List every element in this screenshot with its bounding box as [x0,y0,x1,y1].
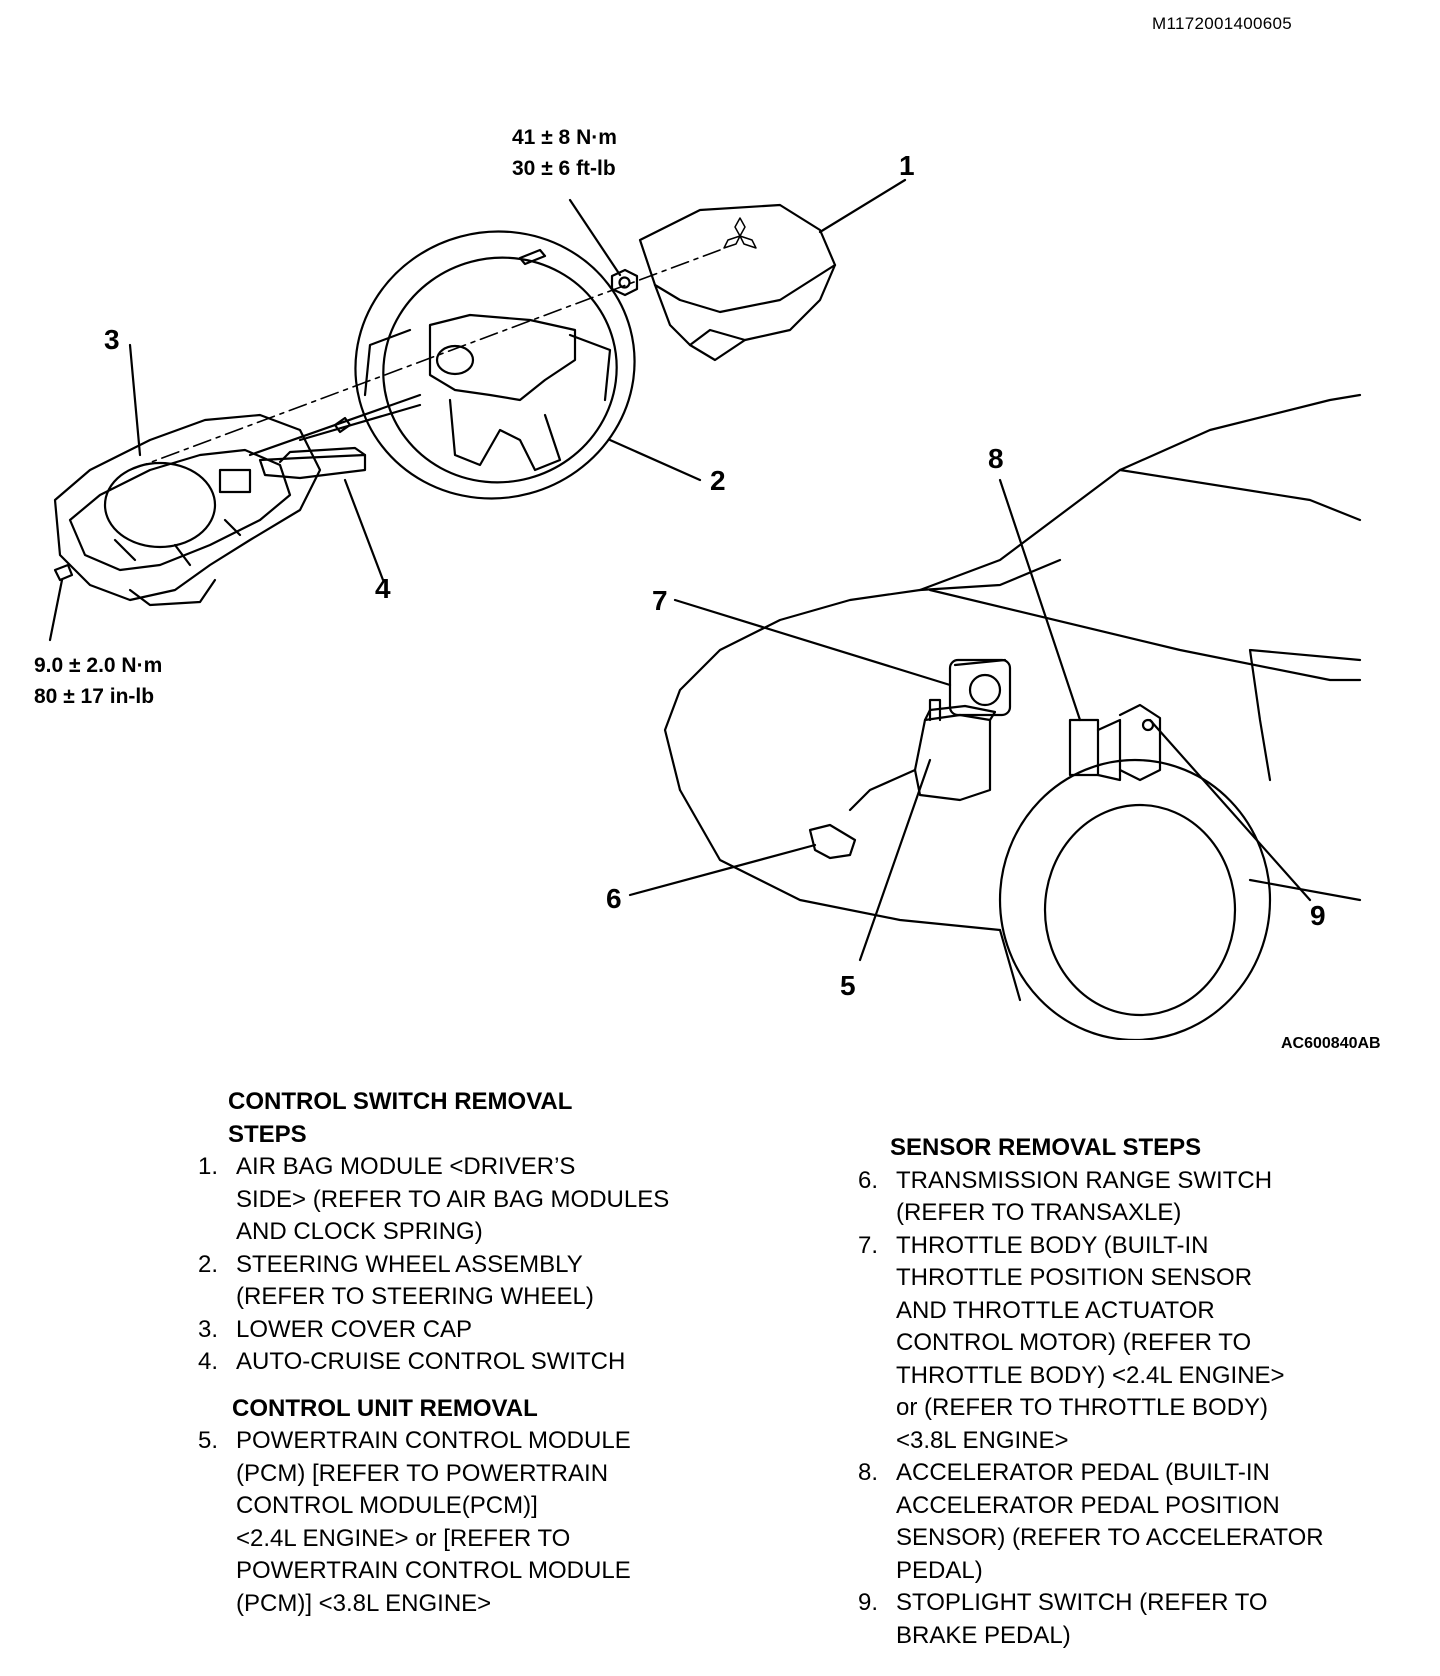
throttle-body [948,658,1012,717]
step-line: STOPLIGHT SWITCH (REFER TO [896,1589,1268,1616]
step-text: AUTO-CRUISE CONTROL SWITCH [236,1346,770,1379]
auto-cruise-control-switch [258,446,367,480]
sensor-title: SENSOR REMOVAL STEPS [890,1134,1202,1161]
step-line: LOWER COVER CAP [236,1315,473,1343]
step-number: 3. [197,1315,218,1343]
accelerator-pedal [1068,718,1122,782]
steering-wheel-assembly [354,230,636,500]
step-8: 8. ACCELERATOR PEDAL (BUILT-IN ACCELERAT… [830,1457,1390,1587]
vehicle-outline [663,393,1362,1040]
step-3: 3. LOWER COVER CAP [170,1314,770,1347]
figure-id: AC600840AB [1281,1035,1381,1052]
step-line: (PCM) [REFER TO POWERTRAIN [236,1459,609,1487]
step-line: ACCELERATOR PEDAL (BUILT-IN [896,1459,1270,1486]
document-id: M1172001400605 [1152,14,1293,33]
step-number: 4. [197,1348,218,1375]
step-line: (REFER TO STEERING WHEEL) [236,1283,594,1310]
step-line: SENSOR) (REFER TO ACCELERATOR [896,1524,1324,1551]
step-1: 1. AIR BAG MODULE <DRIVER’S SIDE> (REFER… [170,1151,770,1249]
step-line: TRANSMISSION RANGE SWITCH [896,1166,1273,1194]
callout-5: 5 [840,970,856,1001]
step-6: 6. TRANSMISSION RANGE SWITCH (REFER TO T… [830,1165,1390,1230]
step-line: <2.4L ENGINE> or [REFER TO [236,1524,571,1552]
step-line: POWERTRAIN CONTROL MODULE [236,1557,631,1584]
step-text: POWERTRAIN CONTROL MODULE (PCM) [REFER T… [236,1425,770,1620]
torque-spec-column-screw: 9.0 ± 2.0 N·m 80 ± 17 in-lb [34,650,162,712]
transmission-range-switch [808,823,857,860]
callout-3: 3 [104,324,120,355]
torque-metric: 9.0 ± 2.0 N·m [34,654,163,677]
callout-1: 1 [899,150,915,181]
step-text: AIR BAG MODULE <DRIVER’S SIDE> (REFER TO… [236,1151,770,1249]
step-line: BRAKE PEDAL) [896,1621,1071,1649]
title-line: CONTROL SWITCH REMOVAL [228,1088,573,1115]
step-line: AUTO-CRUISE CONTROL SWITCH [236,1348,626,1375]
step-text: STOPLIGHT SWITCH (REFER TO BRAKE PEDAL) [896,1587,1390,1652]
step-9: 9. STOPLIGHT SWITCH (REFER TO BRAKE PEDA… [830,1587,1390,1652]
torque-metric: 41 ± 8 N·m [512,126,617,149]
step-4: 4. AUTO-CRUISE CONTROL SWITCH [170,1346,770,1379]
step-text: TRANSMISSION RANGE SWITCH (REFER TO TRAN… [896,1165,1390,1230]
callout-9: 9 [1310,900,1326,931]
step-line: POWERTRAIN CONTROL MODULE [236,1427,631,1454]
step-number: 6. [857,1166,878,1194]
step-number: 5. [197,1427,218,1454]
powertrain-control-module [913,698,997,802]
step-5: 5. POWERTRAIN CONTROL MODULE (PCM) [REFE… [170,1425,770,1620]
step-number: 9. [857,1589,878,1616]
stoplight-switch [1118,703,1162,782]
step-line: (REFER TO TRANSAXLE) [896,1199,1182,1226]
step-line: STEERING WHEEL ASSEMBLY [236,1250,583,1278]
step-line: (PCM)] <3.8L ENGINE> [236,1589,492,1617]
step-line: THROTTLE POSITION SENSOR [896,1264,1253,1291]
step-line: or (REFER TO THROTTLE BODY) [896,1394,1269,1421]
step-number: 2. [197,1250,218,1278]
exploded-diagram [48,178,1362,1040]
steering-wheel-nut [610,268,639,297]
callout-7: 7 [652,585,668,616]
step-line: AND THROTTLE ACTUATOR [896,1296,1215,1324]
control-switch-steps: CONTROL SWITCH REMOVAL STEPS 1. AIR BAG … [170,1086,770,1620]
step-2: 2. STEERING WHEEL ASSEMBLY (REFER TO STE… [170,1249,770,1314]
step-line: <3.8L ENGINE> [896,1426,1069,1454]
driver-air-bag-module [638,203,837,362]
step-number: 7. [857,1231,878,1259]
callout-6: 6 [606,883,622,914]
torque-spec-steering-nut: 41 ± 8 N·m 30 ± 6 ft-lb [512,122,617,184]
step-line: THROTTLE BODY) <2.4L ENGINE> [896,1361,1285,1389]
callout-4: 4 [375,573,391,604]
mitsubishi-logo-icon [723,217,757,249]
step-line: SIDE> (REFER TO AIR BAG MODULES [236,1185,670,1213]
callout-8: 8 [988,443,1004,474]
step-number: 1. [197,1153,218,1180]
step-line: AIR BAG MODULE <DRIVER’S [236,1153,576,1180]
step-line: PEDAL) [896,1556,983,1584]
step-line: AND CLOCK SPRING) [236,1218,483,1245]
step-line: THROTTLE BODY (BUILT-IN [896,1231,1209,1259]
callout-2: 2 [710,465,726,496]
control-unit-title: CONTROL UNIT REMOVAL [232,1394,538,1422]
control-switch-title: CONTROL SWITCH REMOVAL STEPS [170,1086,770,1151]
steering-column-lower-cover [53,393,422,607]
step-text: STEERING WHEEL ASSEMBLY (REFER TO STEERI… [236,1249,770,1314]
step-text: ACCELERATOR PEDAL (BUILT-IN ACCELERATOR … [896,1457,1390,1587]
step-number: 8. [857,1459,878,1486]
step-7: 7. THROTTLE BODY (BUILT-IN THROTTLE POSI… [830,1230,1390,1458]
sensor-steps: SENSOR REMOVAL STEPS 6. TRANSMISSION RAN… [830,1132,1390,1652]
step-line: ACCELERATOR PEDAL POSITION [896,1491,1280,1519]
torque-imperial: 80 ± 17 in-lb [34,685,155,708]
step-line: CONTROL MOTOR) (REFER TO [896,1329,1252,1356]
torque-imperial: 30 ± 6 ft-lb [512,157,616,180]
step-text: LOWER COVER CAP [236,1314,770,1347]
step-line: CONTROL MODULE(PCM)] [236,1492,538,1519]
title-line: STEPS [228,1120,307,1148]
step-text: THROTTLE BODY (BUILT-IN THROTTLE POSITIO… [896,1230,1390,1458]
